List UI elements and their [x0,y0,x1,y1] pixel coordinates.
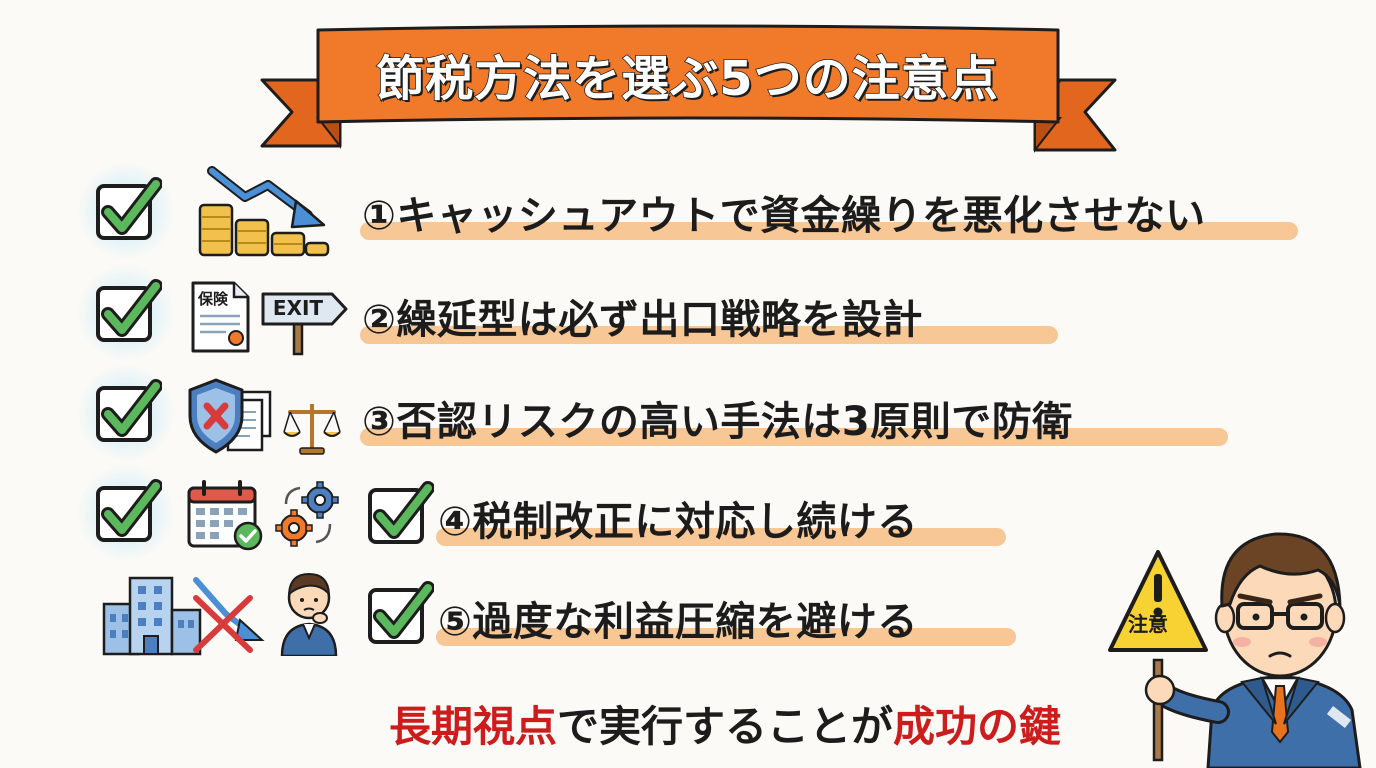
check-icon [364,480,435,550]
item-3-label: ③否認リスクの高い手法は3原則で防衛 [362,399,1073,445]
shield-reject-icon [188,378,272,454]
exit-label: EXIT [272,296,324,320]
insurance-document-icon: 保険 [190,280,252,354]
footer-middle: で実行することが [556,701,893,751]
highlight-bar [436,628,1016,646]
check-icon [76,464,176,562]
item-1-label: ①キャッシュアウトで資金繰りを悪化させない [362,193,1206,239]
check-icon [364,580,435,650]
highlight-bar [360,326,1058,344]
highlight-bar [360,222,1298,240]
gears-icon [275,481,339,547]
ribbon-shape [260,24,1117,153]
check-icon [76,264,176,362]
worried-person-icon [280,572,338,656]
footer-emphasis-2: 成功の鍵 [893,701,1062,751]
building-decline-icon [102,576,265,656]
businessman-illustration [1108,532,1362,768]
caution-sign-label: 注意 [1128,612,1168,636]
coins-decline-icon [198,166,330,257]
highlight-bar [360,428,1228,446]
item-4-label: ④税制改正に対応し続ける [438,499,918,545]
item-2-label: ②繰延型は必ず出口戦略を設計 [362,297,923,343]
page-title: 節税方法を選ぶ5つの注意点 [376,50,999,108]
footer-emphasis-1: 長期視点 [388,701,557,751]
check-icon [76,162,176,260]
highlight-bar [436,528,1006,546]
exit-sign-icon: EXIT [260,290,350,356]
footer-message: 長期視点で実行することが成功の鍵 [330,692,1120,754]
scales-icon [283,404,341,455]
check-icon [76,364,176,462]
insurance-label: 保険 [198,290,229,308]
item-5-label: ⑤過度な利益圧縮を避ける [438,599,918,645]
calendar-icon [187,480,263,551]
